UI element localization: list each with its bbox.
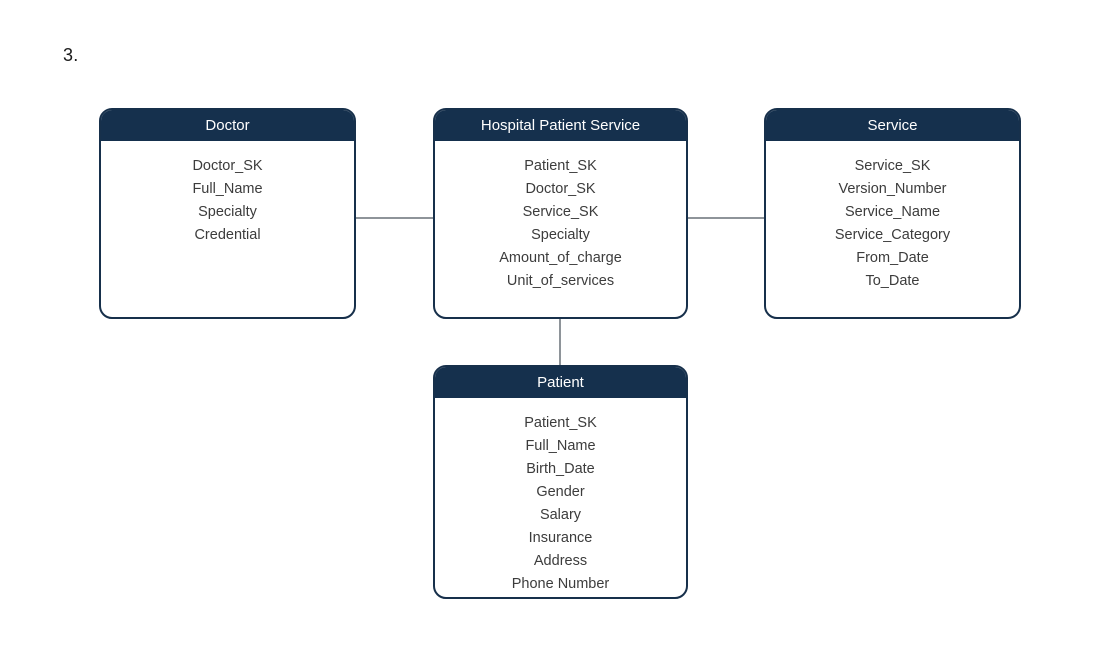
entity-attribute-list-hospital-patient-service: Patient_SK Doctor_SK Service_SK Specialt… [435,141,686,293]
attribute-item: Gender [536,484,585,500]
attribute-item: Service_Name [844,204,941,220]
entity-card-patient[interactable]: Patient Patient_SK Full_Name Birth_Date … [433,365,688,599]
attribute-item: Insurance [528,530,593,546]
attribute-item: Doctor_SK [525,181,596,197]
attribute-item: Patient_SK [524,158,597,174]
entity-title-doctor: Doctor [101,110,354,141]
entity-title-service: Service [766,110,1019,141]
attribute-item: Specialty [198,204,257,220]
question-number-label: 3. [63,45,79,65]
entity-attribute-list-patient: Patient_SK Full_Name Birth_Date Gender S… [435,398,686,596]
attribute-item: Specialty [531,227,590,243]
attribute-item: Phone Number [511,576,610,592]
attribute-item: Service_Category [834,227,951,243]
attribute-item: Service_SK [522,204,599,220]
attribute-item: To_Date [865,273,920,289]
attribute-item: Version_Number [838,181,947,197]
entity-title-patient: Patient [435,367,686,398]
attribute-item: Address [533,553,588,569]
entity-attribute-list-doctor: Doctor_SK Full_Name Specialty Credential [101,141,354,247]
attribute-item: Unit_of_services [506,273,615,289]
attribute-item: Salary [539,507,582,523]
attribute-item: Full_Name [192,181,263,197]
attribute-item: Birth_Date [526,461,595,477]
entity-attribute-list-service: Service_SK Version_Number Service_Name S… [766,141,1019,293]
relationship-line-hospital-patient-service-patient [559,318,561,366]
attribute-item: Full_Name [525,438,596,454]
entity-card-doctor[interactable]: Doctor Doctor_SK Full_Name Specialty Cre… [99,108,356,319]
entity-title-hospital-patient-service: Hospital Patient Service [435,110,686,141]
entity-card-hospital-patient-service[interactable]: Hospital Patient Service Patient_SK Doct… [433,108,688,319]
entity-card-service[interactable]: Service Service_SK Version_Number Servic… [764,108,1021,319]
attribute-item: From_Date [856,250,929,266]
relationship-line-hospital-patient-service-service [688,217,765,219]
attribute-item: Amount_of_charge [499,250,622,266]
attribute-item: Doctor_SK [192,158,263,174]
attribute-item: Service_SK [854,158,931,174]
relationship-line-doctor-hospital-patient-service [356,217,434,219]
attribute-item: Credential [194,227,261,243]
attribute-item: Patient_SK [524,415,597,431]
